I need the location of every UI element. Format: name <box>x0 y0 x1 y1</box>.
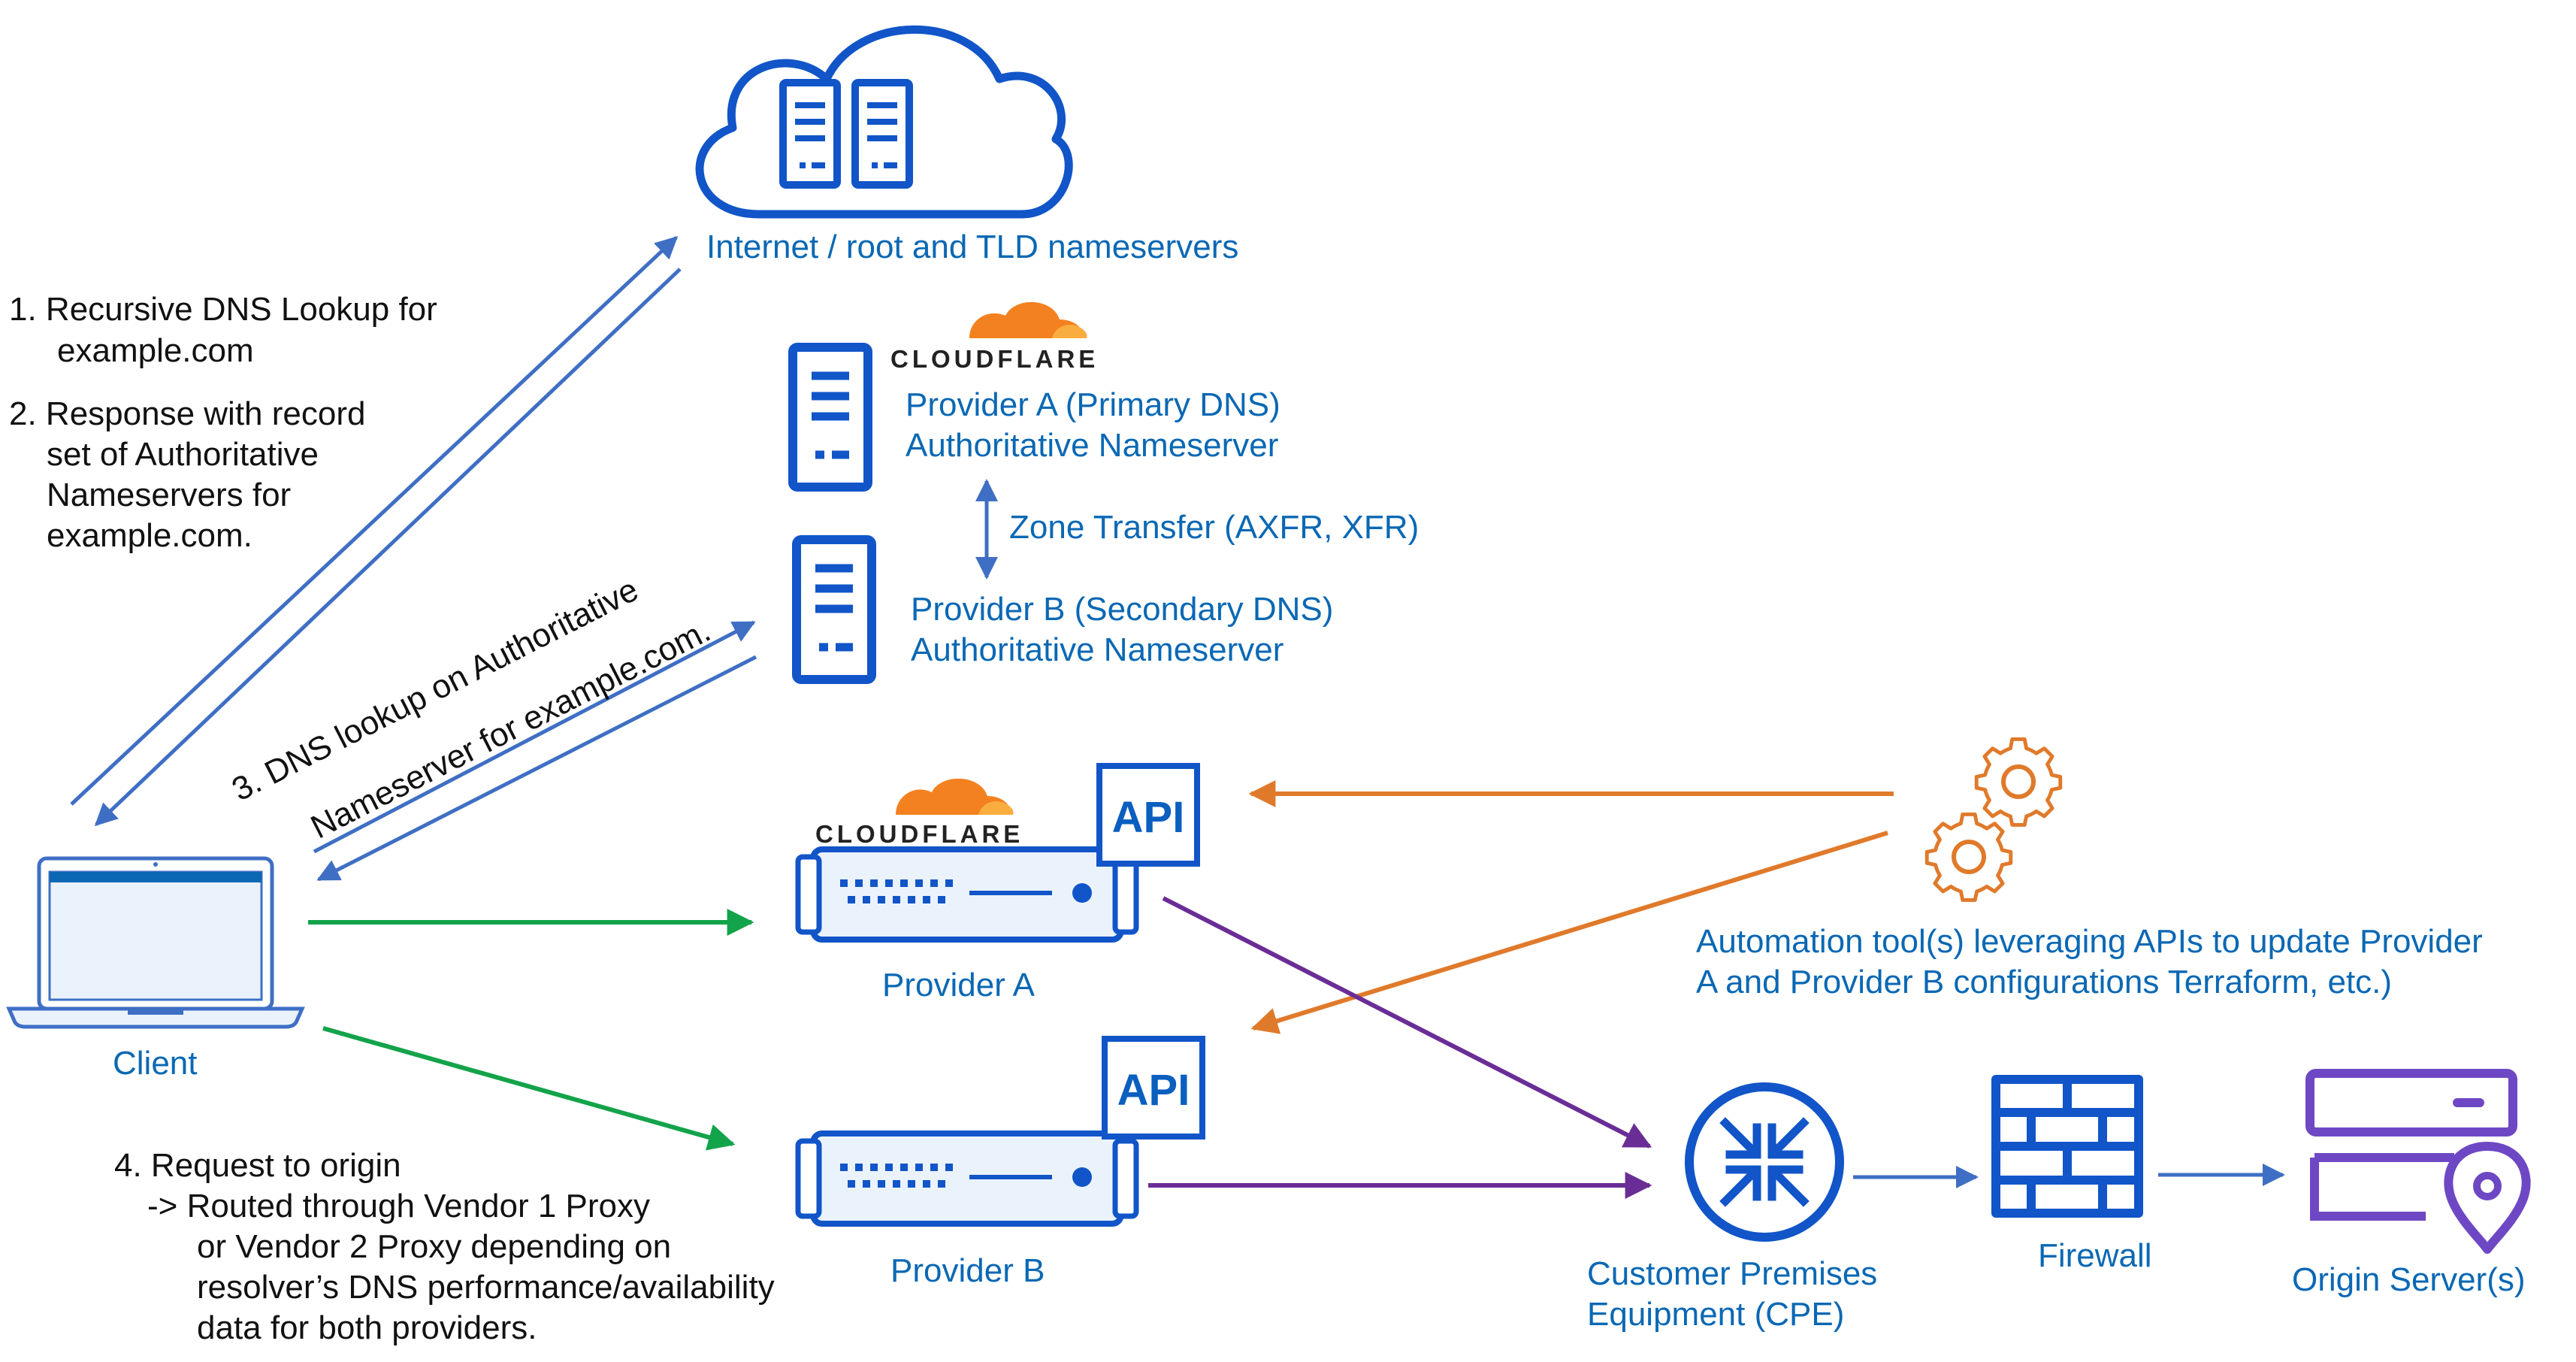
client-label: Client <box>113 1045 198 1082</box>
origin-server-icon <box>2305 1069 2531 1254</box>
step-2-line-1: 2. Response with record <box>9 395 366 432</box>
network-appliance-icon <box>795 1130 1139 1227</box>
arrow-client-to-provider-b <box>322 1026 736 1151</box>
network-appliance-icon <box>795 846 1139 943</box>
cloudflare-logo <box>896 778 1014 815</box>
automation-line-1: Automation tool(s) leveraging APIs to up… <box>1696 923 2483 960</box>
cloudflare-logo <box>969 301 1087 338</box>
laptop-icon <box>6 856 305 1029</box>
arrow-response-records <box>94 268 682 827</box>
step-1-line-2: example.com <box>57 332 254 369</box>
step-4-line-2: -> Routed through Vendor 1 Proxy <box>147 1188 650 1224</box>
zone-transfer-label: Zone Transfer (AXFR, XFR) <box>1009 509 1420 546</box>
provider-a-proxy-label: Provider A <box>882 967 1035 1003</box>
api-label-b: API <box>1117 1066 1190 1115</box>
svg-text:API: API <box>1117 1066 1190 1115</box>
firewall-label: Firewall <box>2038 1237 2152 1274</box>
provider-a-ns-type: Authoritative Nameserver <box>906 427 1279 464</box>
server-icon <box>788 343 872 492</box>
router-icon <box>1685 1082 1844 1242</box>
arrow-authoritative-response <box>316 655 757 882</box>
provider-b-proxy-label: Provider B <box>890 1252 1045 1289</box>
step-4-line-5: data for both providers. <box>197 1309 537 1346</box>
step-2-line-4: example.com. <box>47 517 252 554</box>
api-badge <box>1102 1036 1205 1140</box>
api-badge <box>1096 763 1200 867</box>
step-4-line-4: resolver’s DNS performance/availability <box>197 1269 775 1306</box>
arrow-recursive-lookup <box>70 235 679 806</box>
arrow-provider-a-to-cpe <box>1162 896 1652 1149</box>
automation-line-2: A and Provider B configurations Terrafor… <box>1696 964 2393 1000</box>
step-1-line-1: 1. Recursive DNS Lookup for <box>9 291 437 328</box>
cloud-servers-icon <box>695 25 1073 219</box>
cpe-line-1: Customer Premises <box>1587 1255 1878 1292</box>
api-label-a: API <box>1112 793 1185 842</box>
firewall-icon <box>1991 1075 2143 1218</box>
origin-label: Origin Server(s) <box>2292 1261 2526 1298</box>
cloudflare-wordmark: CLOUDFLARE <box>815 820 1024 848</box>
step-2-line-2: set of Authoritative <box>47 436 319 473</box>
provider-b-ns-role: Provider B (Secondary DNS) <box>911 591 1334 628</box>
arrow-authoritative-lookup <box>313 620 756 854</box>
svg-text:API: API <box>1112 793 1185 842</box>
gears-icon <box>1924 737 2063 902</box>
internet-label: Internet / root and TLD nameservers <box>706 229 1239 265</box>
step-4-line-3: or Vendor 2 Proxy depending on <box>197 1228 672 1265</box>
provider-b-ns-type: Authoritative Nameserver <box>911 631 1284 668</box>
step-4-line-1: 4. Request to origin <box>114 1147 401 1184</box>
cloudflare-wordmark: CLOUDFLARE <box>890 345 1099 373</box>
cpe-line-2: Equipment (CPE) <box>1587 1296 1845 1333</box>
step-2-line-3: Nameservers for <box>47 477 292 513</box>
provider-a-ns-role: Provider A (Primary DNS) <box>906 386 1280 423</box>
server-icon <box>792 535 876 684</box>
